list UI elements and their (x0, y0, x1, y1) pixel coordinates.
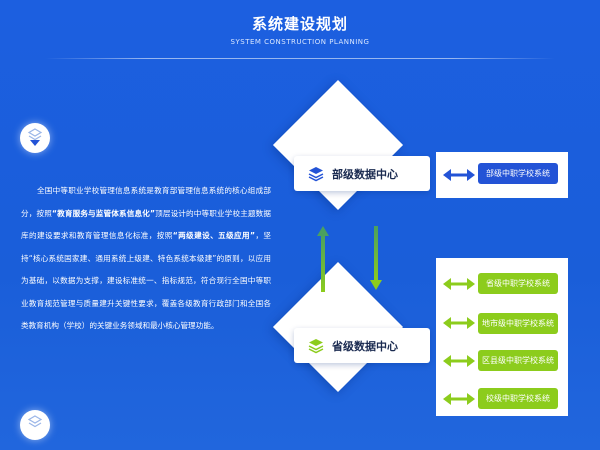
province-data-center-label: 省级数据中心 (332, 339, 398, 353)
double-arrow-icon (443, 278, 475, 290)
ministry-data-center-card[interactable]: 部级数据中心 (294, 156, 430, 191)
double-arrow-icon (443, 169, 475, 181)
bottom-diamond (272, 261, 404, 393)
province-data-center-card[interactable]: 省级数据中心 (294, 328, 430, 363)
page-title: 系统建设规划 (251, 15, 348, 33)
system-button-county[interactable]: 区县级中职学校系统 (478, 350, 558, 371)
system-button-province[interactable]: 省级中职学校系统 (478, 273, 558, 294)
layers-icon (308, 338, 324, 353)
page-subtitle: SYSTEM CONSTRUCTION PLANNING (230, 38, 370, 46)
system-button-city[interactable]: 地市级中职学校系统 (478, 313, 558, 334)
title-divider (45, 58, 555, 59)
system-button-ministry[interactable]: 部级中职学校系统 (478, 163, 558, 184)
layers-badge-icon (20, 123, 50, 153)
down-arrow-icon (370, 226, 382, 290)
up-arrow-icon (317, 226, 329, 292)
layers-badge-icon-bottom (20, 410, 50, 440)
double-arrow-icon (443, 317, 475, 329)
system-button-school[interactable]: 校级中职学校系统 (478, 388, 558, 409)
layers-icon (308, 166, 324, 181)
description-text: 全国中等职业学校管理信息系统是教育部管理信息系统的核心组成部分，按照“教育服务与… (21, 186, 272, 330)
double-arrow-icon (443, 393, 475, 405)
double-arrow-icon (443, 355, 475, 367)
ministry-data-center-label: 部级数据中心 (332, 167, 398, 181)
